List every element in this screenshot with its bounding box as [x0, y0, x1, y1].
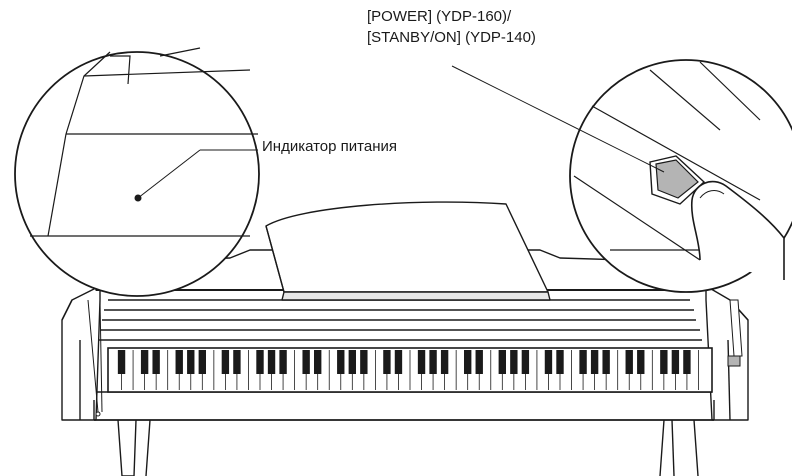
- black-key: [140, 350, 149, 374]
- black-key: [187, 350, 195, 374]
- power-button-icon: [655, 159, 699, 199]
- black-key: [475, 350, 483, 374]
- right-magnifier: [451, 59, 792, 367]
- black-key: [117, 350, 126, 374]
- black-key: [579, 350, 587, 374]
- power-switch-small: [727, 355, 741, 367]
- black-key: [417, 350, 426, 374]
- black-key: [683, 350, 691, 374]
- black-key: [498, 350, 506, 374]
- power-indicator-label: Индикатор питания: [262, 138, 397, 155]
- black-key: [602, 350, 610, 374]
- black-key: [256, 350, 264, 374]
- black-key: [510, 350, 518, 374]
- keyboard: [107, 347, 713, 393]
- power-label-line1: [POWER] (YDP-160)/: [367, 8, 512, 25]
- black-key: [394, 350, 403, 374]
- black-key: [521, 350, 530, 374]
- black-key: [544, 350, 553, 374]
- black-key: [152, 350, 160, 374]
- black-key: [198, 350, 206, 374]
- black-key: [175, 350, 183, 374]
- black-key: [660, 350, 668, 374]
- black-key: [314, 350, 322, 374]
- black-key: [279, 350, 287, 374]
- black-key: [590, 350, 599, 374]
- left-magnifier: [14, 47, 260, 417]
- black-key: [302, 350, 310, 374]
- black-key: [233, 350, 241, 374]
- music-stand: [265, 201, 551, 301]
- black-key: [360, 350, 368, 374]
- power-indicator-dot: [95, 411, 101, 417]
- black-key: [337, 350, 345, 374]
- black-key: [221, 350, 230, 374]
- black-key: [637, 350, 645, 374]
- black-key: [429, 350, 437, 374]
- black-key: [383, 350, 391, 374]
- black-key: [625, 350, 633, 374]
- power-label-line2: [STANBY/ON] (YDP-140): [367, 29, 536, 46]
- black-key: [671, 350, 680, 374]
- power-button-label: [POWER] (YDP-160)/ [STANBY/ON] (YDP-140): [367, 6, 536, 48]
- black-key: [464, 350, 472, 374]
- black-key: [556, 350, 564, 374]
- black-key: [440, 350, 449, 374]
- black-key: [348, 350, 356, 374]
- black-key: [267, 350, 276, 374]
